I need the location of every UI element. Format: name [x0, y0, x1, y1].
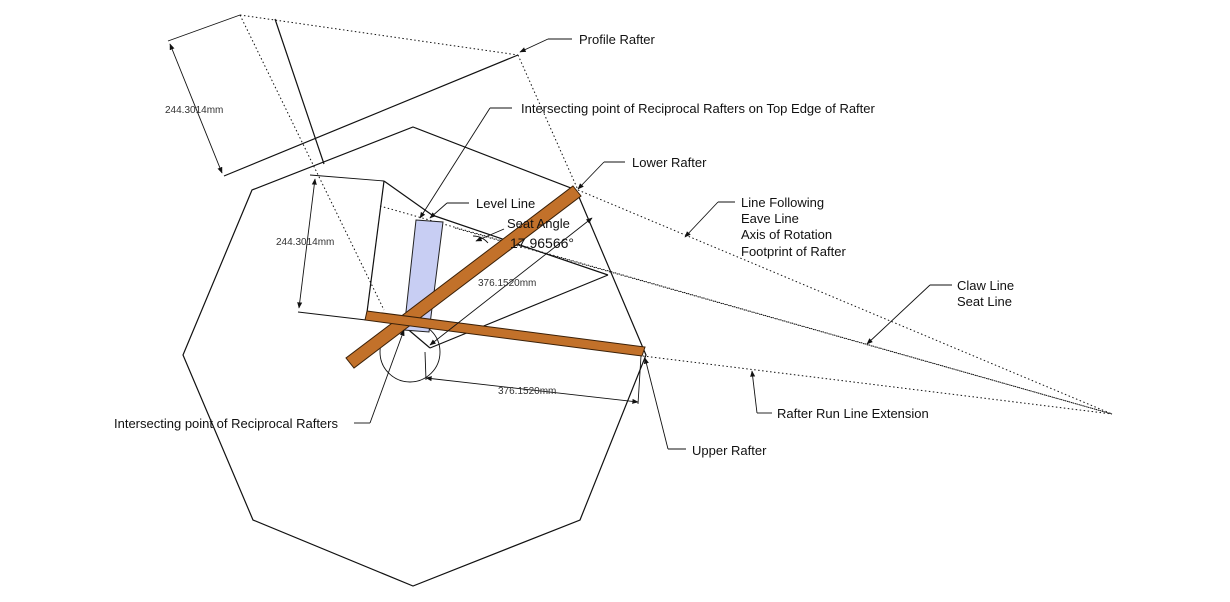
label-lower-rafter: Lower Rafter	[632, 155, 707, 170]
dimension-mid-depth	[297, 178, 317, 309]
label-seat-angle: Seat Angle	[507, 216, 570, 231]
seat-angle-leader	[475, 228, 505, 242]
profile-rafter-outline	[223, 14, 579, 311]
extension-lines	[577, 189, 1113, 415]
dimension-diag-run	[429, 217, 593, 346]
label-profile-rafter: Profile Rafter	[579, 32, 656, 47]
label-eave-line-4: Footprint of Rafter	[741, 244, 846, 259]
label-level-line: Level Line	[476, 196, 535, 211]
callout-leaders	[354, 38, 952, 450]
label-rafter-run-extension: Rafter Run Line Extension	[777, 406, 929, 421]
label-upper-rafter: Upper Rafter	[692, 443, 767, 458]
label-intersect-top-edge: Intersecting point of Reciprocal Rafters…	[521, 101, 876, 116]
label-seat-line: Seat Line	[957, 294, 1012, 309]
label-intersect-point: Intersecting point of Reciprocal Rafters	[114, 416, 338, 431]
dimension-profile-depth-label: 244.3014mm	[165, 105, 223, 116]
dimension-run-label: 376.1520mm	[498, 386, 556, 397]
dimension-run	[424, 351, 642, 405]
dimension-profile-depth	[167, 14, 241, 174]
dimension-diag-run-label: 376.1520mm	[478, 278, 536, 289]
label-eave-line-2: Eave Line	[741, 211, 799, 226]
octagon-footprint	[182, 126, 647, 587]
label-eave-line-1: Line Following	[741, 195, 824, 210]
label-claw-line: Claw Line	[957, 278, 1014, 293]
label-seat-angle-value: 17.96566°	[510, 235, 574, 251]
label-eave-line-3: Axis of Rotation	[741, 227, 832, 242]
dimension-mid-depth-label: 244.3014mm	[276, 237, 334, 248]
